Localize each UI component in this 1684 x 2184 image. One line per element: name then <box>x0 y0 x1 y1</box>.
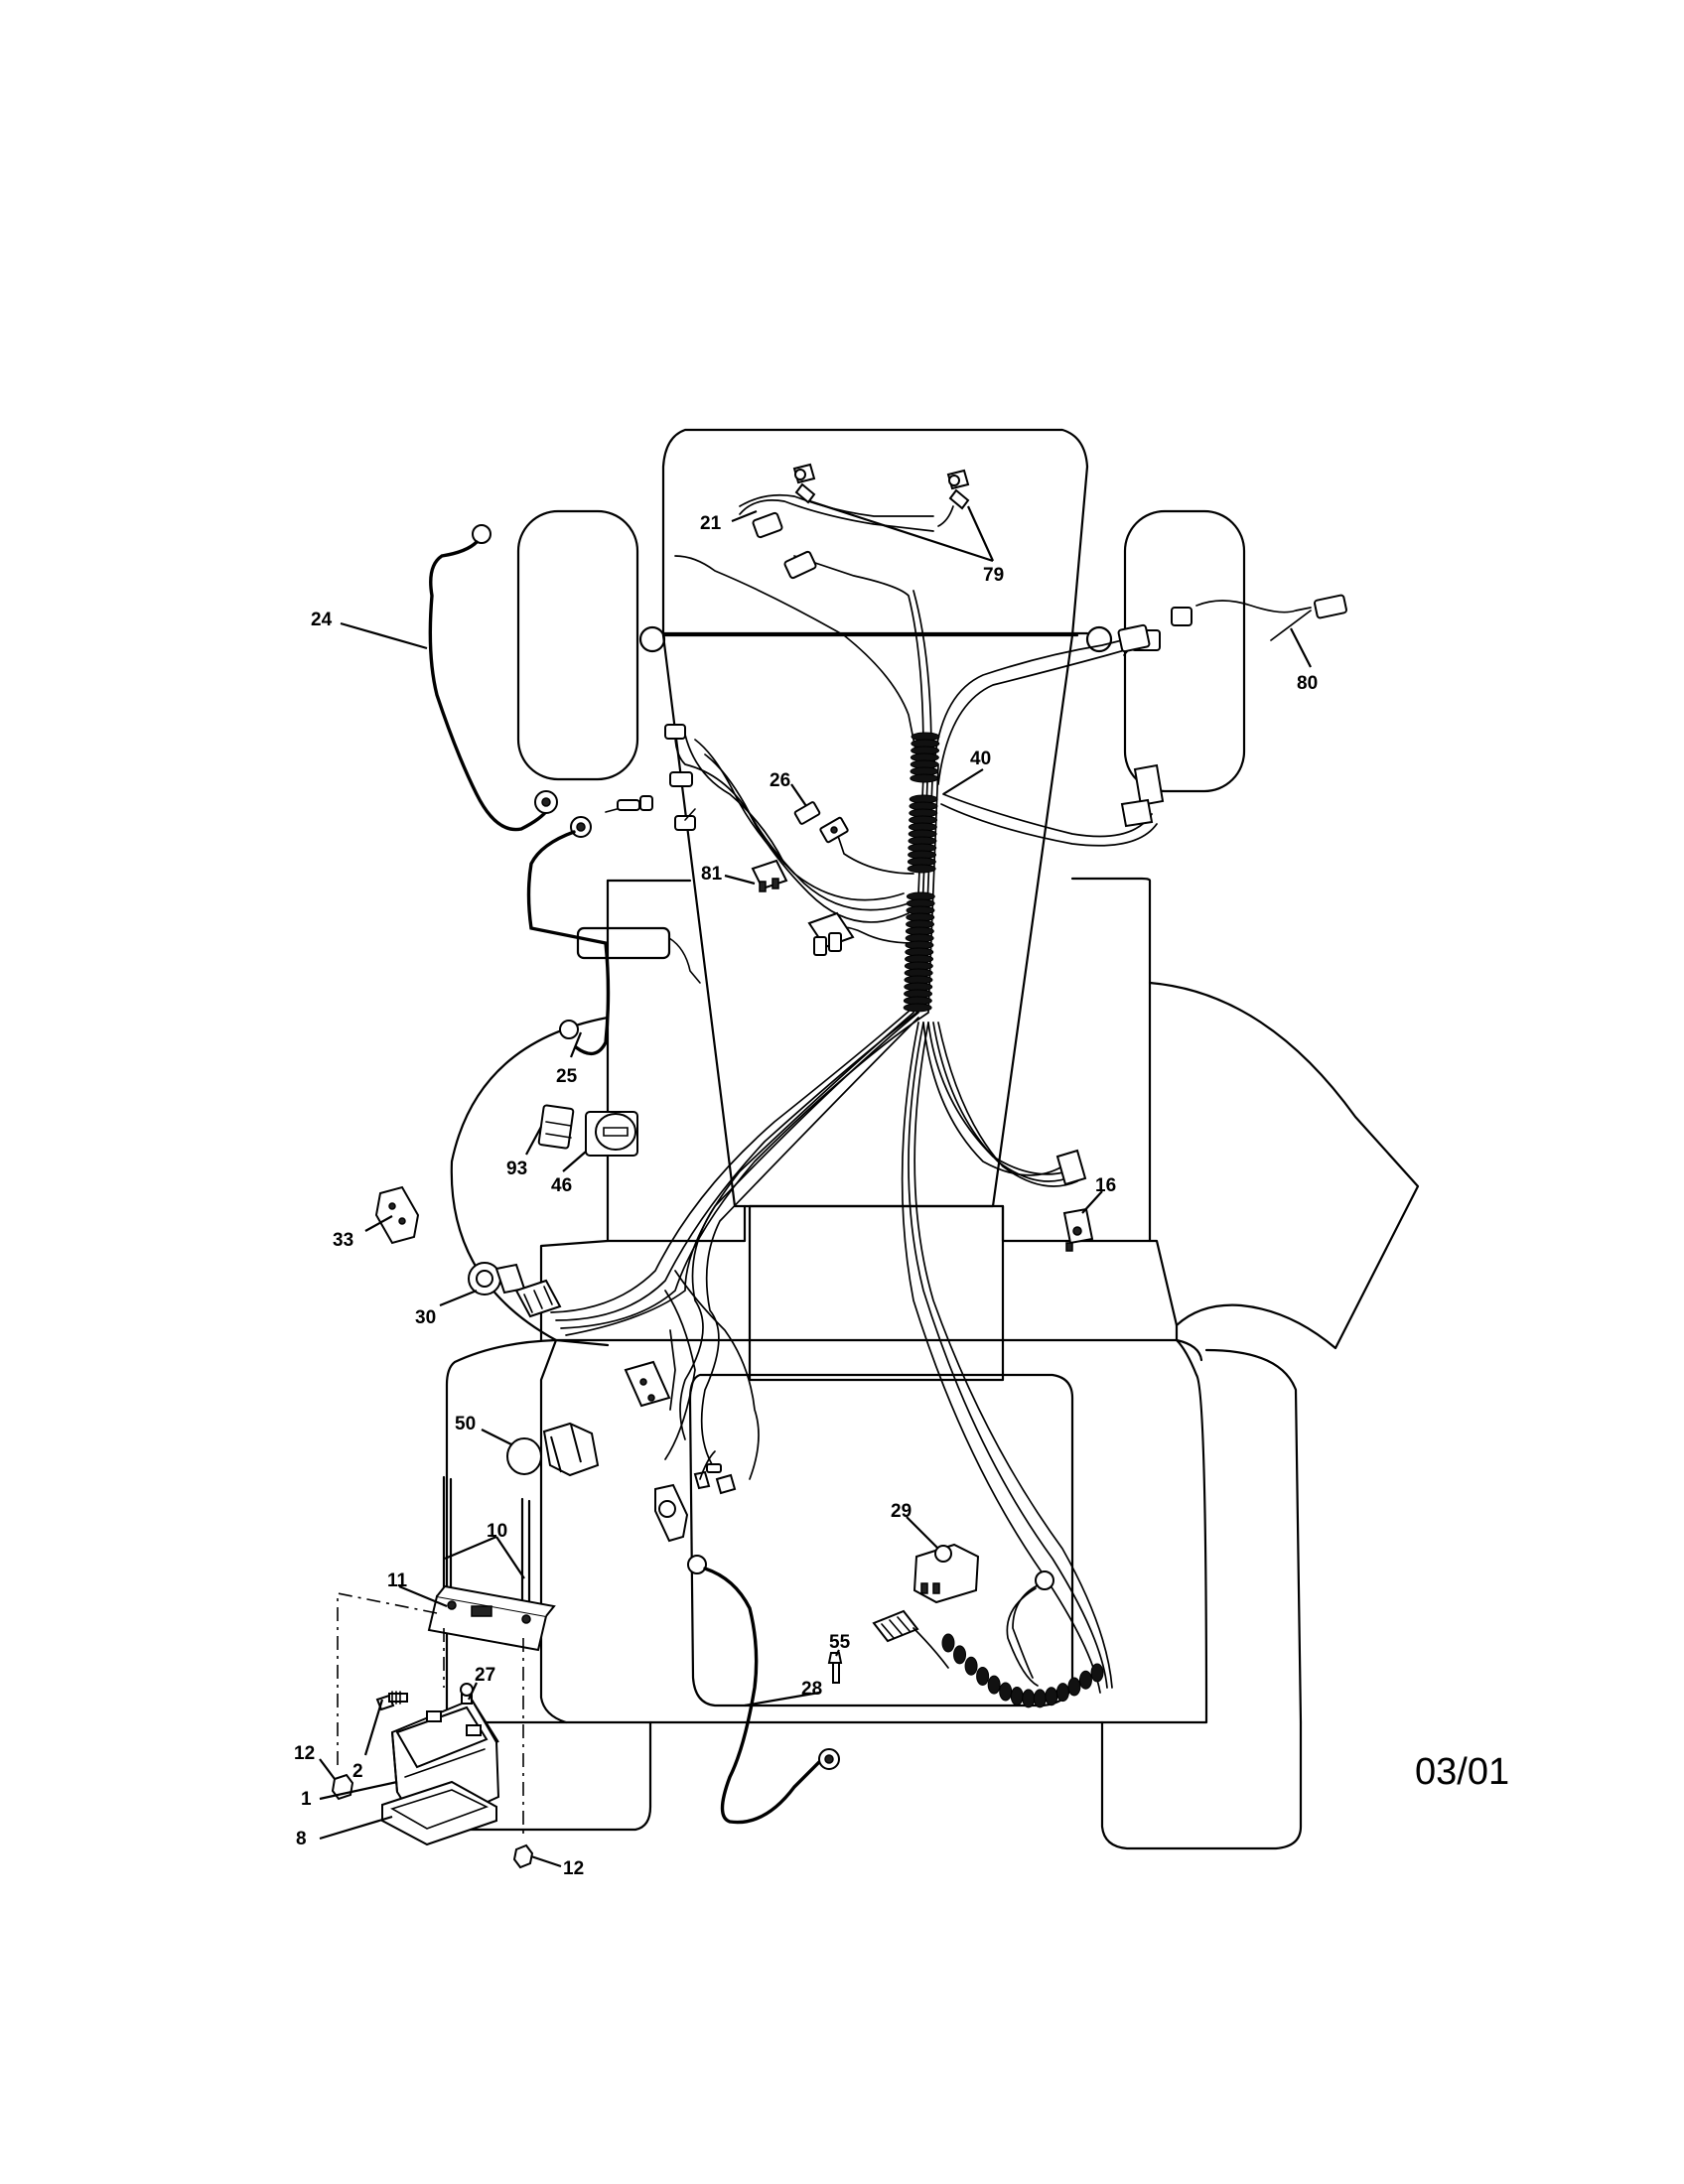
front-right-switches <box>1117 623 1165 828</box>
wiring-harness <box>550 555 1158 1694</box>
coil-loop <box>1033 1689 1047 1708</box>
coil-loop <box>953 1645 967 1665</box>
callout-21: 21 <box>700 513 722 534</box>
harness-coil <box>903 732 940 1013</box>
callout-50: 50 <box>455 1414 476 1434</box>
callout-2: 2 <box>352 1761 363 1782</box>
callout-46: 46 <box>551 1175 572 1196</box>
coil-loop <box>910 773 939 783</box>
part-callouts: 24 21 79 80 40 26 81 25 93 46 33 16 30 5… <box>294 513 1318 1879</box>
tractor-outline <box>445 428 1420 1850</box>
ground-cable-28 <box>687 1555 840 1825</box>
seat-switch <box>654 1450 737 1543</box>
coil-loop <box>1078 1670 1092 1690</box>
callout-28: 28 <box>801 1679 822 1700</box>
connector-26 <box>793 801 849 844</box>
revision-date: 03/01 <box>1415 1751 1509 1793</box>
lamp-harness-21 <box>739 463 970 580</box>
coil-loop <box>1055 1683 1069 1703</box>
callout-40: 40 <box>970 749 991 769</box>
hold-down-rods-10 <box>442 1475 531 1617</box>
relay-81 <box>751 859 855 956</box>
callout-1: 1 <box>301 1789 312 1810</box>
leader-lines <box>319 499 1312 1868</box>
connector-near-29 <box>872 1609 949 1669</box>
callout-11: 11 <box>387 1570 408 1591</box>
callout-12-left: 12 <box>294 1743 315 1764</box>
ground-coil <box>941 1633 1104 1708</box>
coil-loop <box>999 1682 1013 1702</box>
coil-loop <box>1067 1677 1081 1697</box>
connector-block <box>624 1360 671 1408</box>
callout-55: 55 <box>829 1632 851 1653</box>
coil-loop <box>1010 1687 1024 1706</box>
coil-loop <box>1022 1689 1036 1708</box>
coil-loop <box>941 1633 955 1653</box>
battery-cable-25 <box>526 795 653 1056</box>
callout-27: 27 <box>475 1665 495 1686</box>
callout-29: 29 <box>891 1501 912 1522</box>
hold-down-bracket-11 <box>427 1584 556 1652</box>
callout-16: 16 <box>1095 1175 1116 1196</box>
callout-26: 26 <box>770 770 790 791</box>
battery-cable-24 <box>428 524 558 832</box>
hood-clips <box>664 724 696 831</box>
callout-93: 93 <box>506 1159 527 1179</box>
coil-loop <box>1090 1663 1104 1683</box>
coil-loop <box>903 1003 932 1013</box>
callout-8: 8 <box>296 1829 307 1849</box>
callout-79: 79 <box>983 565 1004 586</box>
callout-80: 80 <box>1297 673 1318 694</box>
solenoid-29 <box>912 1543 980 1604</box>
switch-50 <box>506 1422 600 1477</box>
harness-80 <box>1123 594 1347 656</box>
ignition-switch-30 <box>468 1262 562 1318</box>
coil-loop <box>976 1666 990 1686</box>
mounting-lines <box>337 1592 524 1837</box>
callout-25: 25 <box>556 1066 578 1087</box>
coil-loop <box>1045 1687 1058 1706</box>
callout-10: 10 <box>487 1521 507 1542</box>
bolt-55 <box>827 1652 843 1684</box>
hour-meter-46 <box>537 1104 638 1157</box>
coil-loop <box>907 864 936 874</box>
callout-12-right: 12 <box>563 1858 584 1879</box>
coil-loop <box>964 1656 978 1676</box>
coil-loop <box>987 1675 1001 1695</box>
ground-wire-29 <box>1006 1570 1054 1687</box>
callout-33: 33 <box>333 1230 353 1251</box>
switch-33 <box>374 1185 420 1245</box>
callout-24: 24 <box>311 610 333 630</box>
callout-81: 81 <box>701 864 723 885</box>
callout-30: 30 <box>415 1307 436 1328</box>
connector-16 <box>1055 1149 1094 1252</box>
